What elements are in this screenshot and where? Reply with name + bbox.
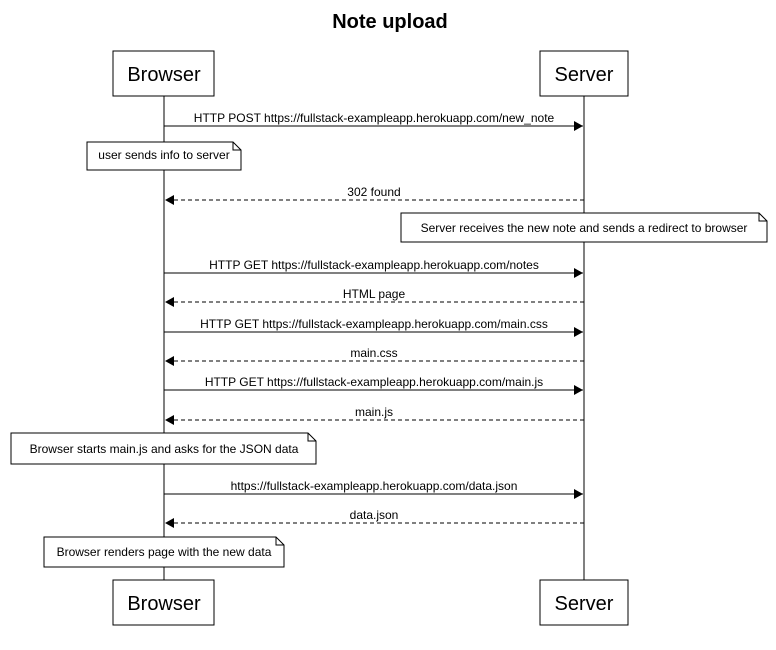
message-arrow: main.css <box>165 346 584 366</box>
diagram-title: Note upload <box>332 11 448 33</box>
message-arrow: HTTP GET https://fullstack-exampleapp.he… <box>164 375 583 395</box>
message-arrow: 302 found <box>165 185 584 205</box>
participant-server-top: Server <box>539 50 629 97</box>
message-arrow: data.json <box>165 508 584 528</box>
participant-label: Browser <box>127 64 201 86</box>
note: Browser starts main.js and asks for the … <box>10 432 317 465</box>
participant-server-bottom: Server <box>539 579 629 626</box>
message-label: HTML page <box>343 287 406 301</box>
message-arrow: HTTP POST https://fullstack-exampleapp.h… <box>164 111 583 131</box>
note: Server receives the new note and sends a… <box>400 212 768 243</box>
message-label: HTTP GET https://fullstack-exampleapp.he… <box>209 258 539 272</box>
message-label: data.json <box>350 508 399 522</box>
participant-browser-bottom: Browser <box>112 579 215 626</box>
participant-browser-top: Browser <box>112 50 215 97</box>
note-text: Browser renders page with the new data <box>57 545 272 559</box>
message-arrow: https://fullstack-exampleapp.herokuapp.c… <box>164 479 583 499</box>
message-arrow: HTML page <box>165 287 584 307</box>
participant-label: Server <box>555 593 614 615</box>
participant-label: Server <box>555 64 614 86</box>
note-text: Server receives the new note and sends a… <box>421 221 748 235</box>
message-arrow: main.js <box>165 405 584 425</box>
message-label: HTTP GET https://fullstack-exampleapp.he… <box>200 317 548 331</box>
message-label: main.js <box>355 405 393 419</box>
message-label: HTTP GET https://fullstack-exampleapp.he… <box>205 375 543 389</box>
participant-label: Browser <box>127 593 201 615</box>
message-label: HTTP POST https://fullstack-exampleapp.h… <box>194 111 555 125</box>
note: user sends info to server <box>86 141 242 171</box>
message-label: main.css <box>350 346 397 360</box>
note: Browser renders page with the new data <box>43 536 285 568</box>
message-label: 302 found <box>347 185 400 199</box>
message-label: https://fullstack-exampleapp.herokuapp.c… <box>231 479 518 493</box>
note-text: user sends info to server <box>98 148 229 162</box>
note-text: Browser starts main.js and asks for the … <box>30 442 299 456</box>
message-arrow: HTTP GET https://fullstack-exampleapp.he… <box>164 317 583 337</box>
message-arrow: HTTP GET https://fullstack-exampleapp.he… <box>164 258 583 278</box>
